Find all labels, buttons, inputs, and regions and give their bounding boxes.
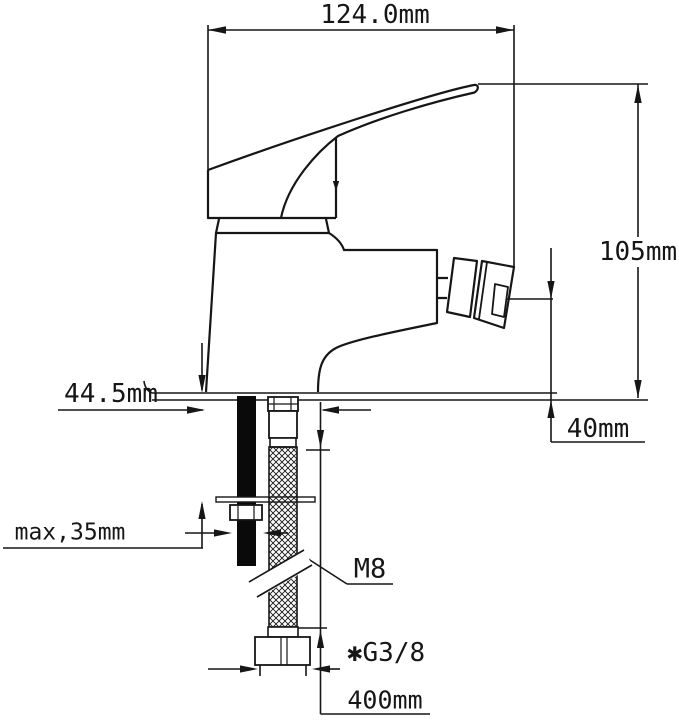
braided-hose [268,446,298,628]
dimension-label-overall-width: 124.0mm [320,0,430,30]
g38-nut [254,636,311,666]
dimension-label-overall-height: 105mm [598,237,678,267]
mounting-washer [215,496,316,503]
dimension-label-base-width: 44.5mm [64,379,158,409]
dimension-label-hose-connection: ✱G3/8 [346,638,426,668]
dimension-label-spout-height: 40mm [566,414,630,444]
dimension-label-max-mount-thickness: max,35mm [14,519,126,546]
faucet-outline [204,83,516,393]
dimension-label-hose-length: 400mm [347,685,423,715]
hose-break-gap [248,550,313,599]
handle-edge-tick [332,181,340,191]
hose-break-slashes [248,549,313,598]
dimension-label-stud-thread: M8 [353,553,387,585]
mounting-nut [229,504,263,521]
under-deck-assembly [215,396,316,666]
m8-stud [237,396,256,566]
